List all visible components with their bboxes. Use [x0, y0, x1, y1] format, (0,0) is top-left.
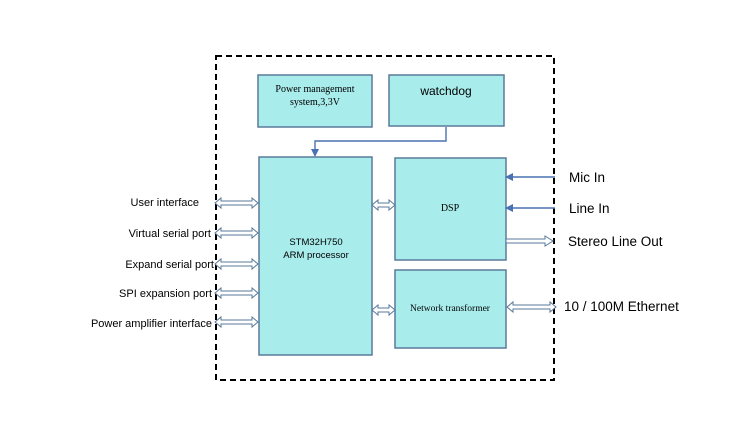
spi-expansion-arrow [214, 286, 259, 300]
power-management-block: Power management system,3,3V [257, 74, 373, 128]
watchdog-label: watchdog [419, 84, 471, 98]
cpu-label-line2: ARM processor [283, 250, 348, 261]
spi-expansion-label: SPI expansion port [119, 288, 212, 300]
cpu-network-arrow [371, 303, 396, 317]
network-label: Network transformer [410, 303, 491, 314]
line-in-arrowhead [505, 204, 513, 212]
system-boundary [215, 55, 555, 381]
left-port-arrows [214, 196, 259, 329]
cpu-dsp-arrow [371, 198, 396, 212]
cpu-label-line1: STM32H750 [289, 237, 342, 248]
user-interface-label: User interface [131, 197, 199, 209]
expand-serial-arrow [214, 257, 259, 271]
power-amp-arrow [214, 315, 259, 329]
cpu-block: STM32H750 ARM processor [258, 156, 373, 356]
left-port-labels: User interface Virtual serial port Expan… [91, 197, 214, 330]
expand-serial-label: Expand serial port [125, 259, 214, 271]
power-label-line2: system,3,3V [290, 97, 341, 108]
network-transformer-block: Network transformer [394, 269, 507, 349]
stereo-out-label: Stereo Line Out [568, 234, 663, 249]
watchdog-to-cpu-line [314, 127, 447, 149]
line-in-label: Line In [569, 201, 610, 216]
virtual-serial-arrow [214, 226, 259, 240]
ethernet-label: 10 / 100M Ethernet [564, 299, 679, 314]
watchdog-to-cpu-arrowhead [311, 149, 319, 157]
power-amp-label: Power amplifier interface [91, 318, 212, 330]
user-interface-arrow [214, 196, 259, 210]
dsp-label: DSP [441, 203, 460, 214]
ethernet-arrow [506, 300, 557, 314]
dsp-block: DSP [394, 157, 507, 261]
right-port-labels: Mic In Line In Stereo Line Out 10 / 100M… [564, 170, 679, 314]
power-label-line1: Power management [275, 84, 354, 95]
stereo-out-arrow [505, 235, 554, 247]
mic-in-label: Mic In [569, 170, 605, 185]
watchdog-block: watchdog [388, 74, 505, 127]
mic-in-arrowhead [505, 173, 513, 181]
virtual-serial-label: Virtual serial port [129, 228, 211, 240]
